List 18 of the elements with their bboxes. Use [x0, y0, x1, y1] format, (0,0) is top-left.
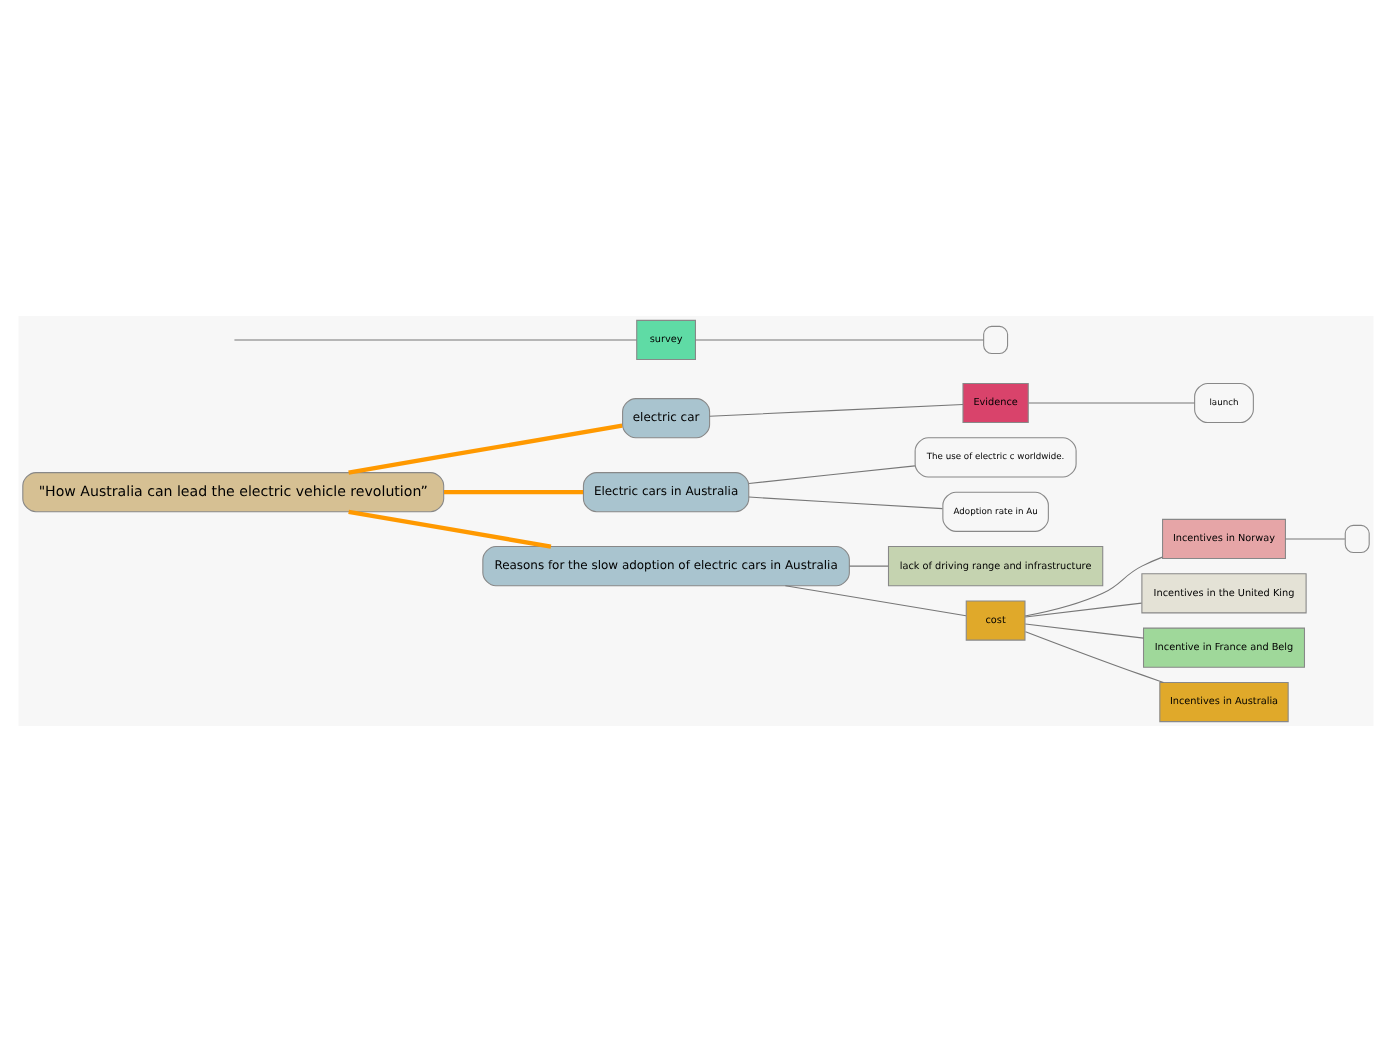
connector	[1024, 601, 1143, 617]
connector	[695, 338, 984, 340]
node-box	[1344, 523, 1370, 553]
connector	[348, 422, 623, 474]
connector	[444, 489, 583, 494]
connector	[1024, 622, 1145, 638]
connector	[1024, 555, 1163, 616]
connector	[1024, 630, 1165, 682]
connector	[348, 508, 552, 548]
connector	[233, 338, 638, 340]
node-box	[983, 324, 1009, 354]
connector	[709, 402, 964, 416]
connector	[748, 495, 943, 509]
connector	[1285, 537, 1346, 539]
connector	[1028, 401, 1195, 403]
connector	[848, 564, 889, 566]
connector	[784, 584, 967, 616]
connector	[748, 464, 916, 484]
